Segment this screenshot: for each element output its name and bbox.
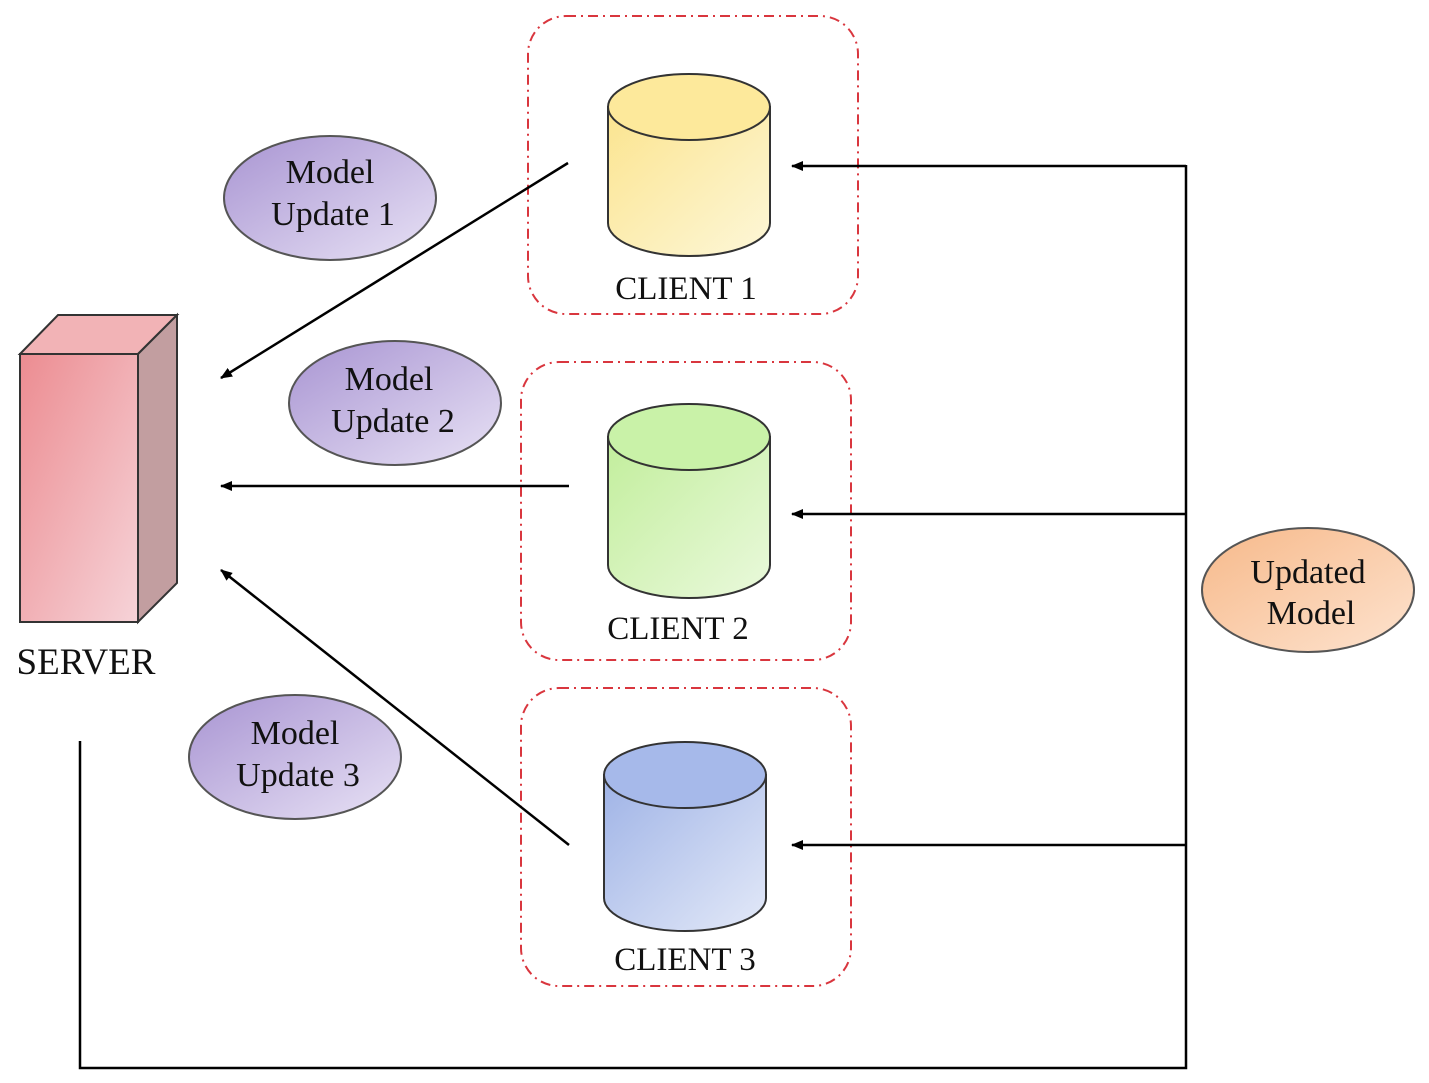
- update-1-arrow: [220, 161, 569, 380]
- client-2-group-box: [520, 361, 852, 661]
- client-1-database-icon: [607, 73, 771, 257]
- update-3-arrow: [220, 569, 570, 846]
- server-label: SERVER: [17, 642, 156, 683]
- client-3-label: CLIENT 3: [614, 942, 755, 978]
- model-update-1-line2: Update 1: [271, 196, 395, 233]
- updated-model-bubble: Updated Model: [1201, 527, 1415, 653]
- model-update-3-line2: Update 3: [236, 757, 360, 794]
- model-update-3-bubble: Model Update 3: [188, 694, 402, 820]
- model-update-2-bubble: Model Update 2: [288, 340, 502, 466]
- client-3-group-box: [520, 687, 852, 987]
- model-update-2-line2: Update 2: [331, 403, 455, 440]
- updated-model-line2: Model: [1267, 595, 1356, 632]
- model-update-1-bubble: Model Update 1: [223, 135, 437, 261]
- updated-model-feedback-line: [78, 165, 1188, 1070]
- client-3-database-icon: [603, 741, 767, 932]
- updated-model-line1: Updated: [1250, 554, 1365, 591]
- model-update-1-line1: Model: [286, 154, 375, 191]
- model-update-2-line1: Model: [345, 361, 434, 398]
- client-1-label: CLIENT 1: [615, 271, 756, 307]
- client-2-database-icon: [607, 403, 771, 599]
- server-icon: [17, 312, 180, 625]
- client-2-label: CLIENT 2: [607, 611, 748, 647]
- model-update-3-line1: Model: [251, 715, 340, 752]
